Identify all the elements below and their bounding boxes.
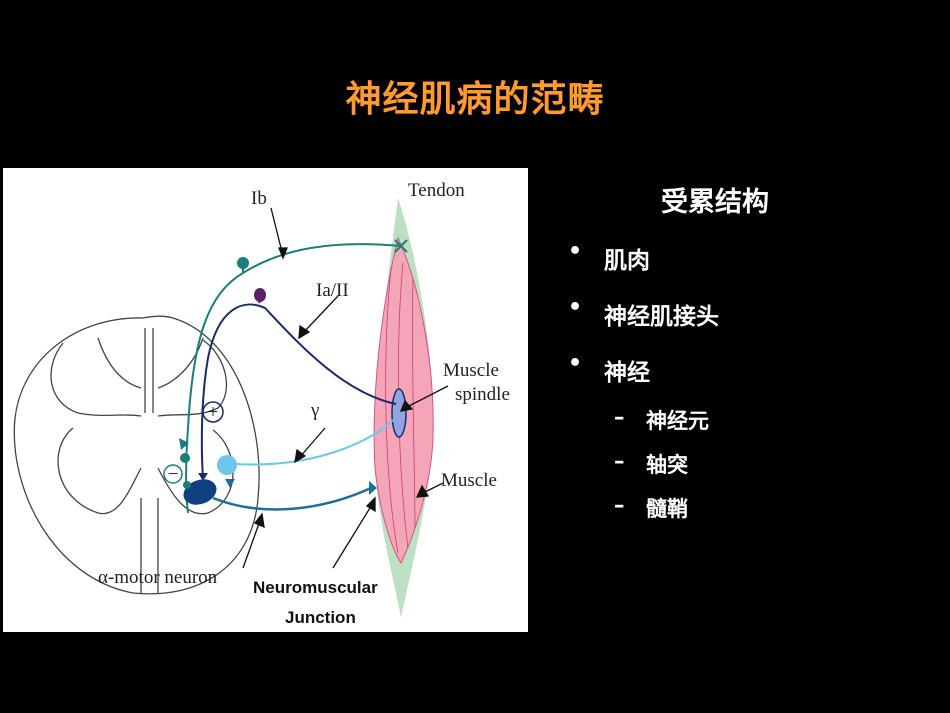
alpha-fiber <box>212 486 372 511</box>
label-nmj-line2: Junction <box>285 608 356 627</box>
minus-sign: − <box>168 464 179 485</box>
label-muscle-spindle-line2: spindle <box>455 384 510 405</box>
list-item: • 肌肉 <box>560 239 940 275</box>
list-item-label: 神经肌接头 <box>604 304 719 330</box>
label-tendon: Tendon <box>408 180 465 201</box>
ia-cell-body <box>254 288 266 302</box>
bullet-icon: • <box>568 351 583 376</box>
label-muscle-spindle-line1: Muscle <box>443 360 499 381</box>
sub-list-item-label: 髓鞘 <box>646 497 688 521</box>
reflex-arc-diagram: + − Ib Tendon Ia/II Muscle spindle γ Mus… <box>3 168 528 632</box>
dash-icon: – <box>614 449 625 473</box>
dash-icon: – <box>614 405 625 429</box>
ib-cell-body <box>237 257 249 269</box>
inhibitory-synapse-icon <box>163 464 183 484</box>
gamma-motor-neuron <box>217 455 237 475</box>
sub-list-item: – 神经元 <box>560 405 940 435</box>
label-muscle: Muscle <box>441 470 497 491</box>
sub-list-item: – 轴突 <box>560 449 940 479</box>
muscle-spindle-shape <box>391 388 407 438</box>
ib-fiber <box>185 243 402 514</box>
label-ib: Ib <box>251 188 267 209</box>
list-heading: 受累结构 <box>661 187 769 218</box>
ib-interneuron <box>180 453 190 463</box>
sub-list-item-label: 轴突 <box>646 453 688 477</box>
alpha-motor-neuron-body <box>183 479 217 505</box>
list-item-label: 肌肉 <box>604 248 650 274</box>
dash-icon: – <box>614 493 625 517</box>
content-list: 受累结构 • 肌肉 • 神经肌接头 • 神经 – 神经元 – 轴突 – 髓鞘 <box>560 180 940 523</box>
sub-list-item: – 髓鞘 <box>560 493 940 523</box>
sub-list-item-label: 神经元 <box>646 409 709 433</box>
label-alpha-motor-neuron: α-motor neuron <box>98 567 218 588</box>
gamma-fiber <box>234 419 394 466</box>
slide-title: 神经肌病的范畴 <box>345 79 605 120</box>
label-nmj-line1: Neuromuscular <box>253 578 378 597</box>
bullet-icon: • <box>568 295 583 320</box>
label-ia-ii: Ia/II <box>316 280 349 301</box>
golgi-tendon-organ <box>394 239 408 253</box>
bullet-icon: • <box>568 239 583 264</box>
excitatory-synapse-icon <box>202 401 224 423</box>
plus-sign: + <box>208 402 219 423</box>
spinal-cord-outline <box>13 315 260 595</box>
list-item: • 神经肌接头 <box>560 295 940 331</box>
list-item-label: 神经 <box>604 360 650 386</box>
list-item: • 神经 <box>560 351 940 387</box>
label-gamma: γ <box>310 400 319 421</box>
